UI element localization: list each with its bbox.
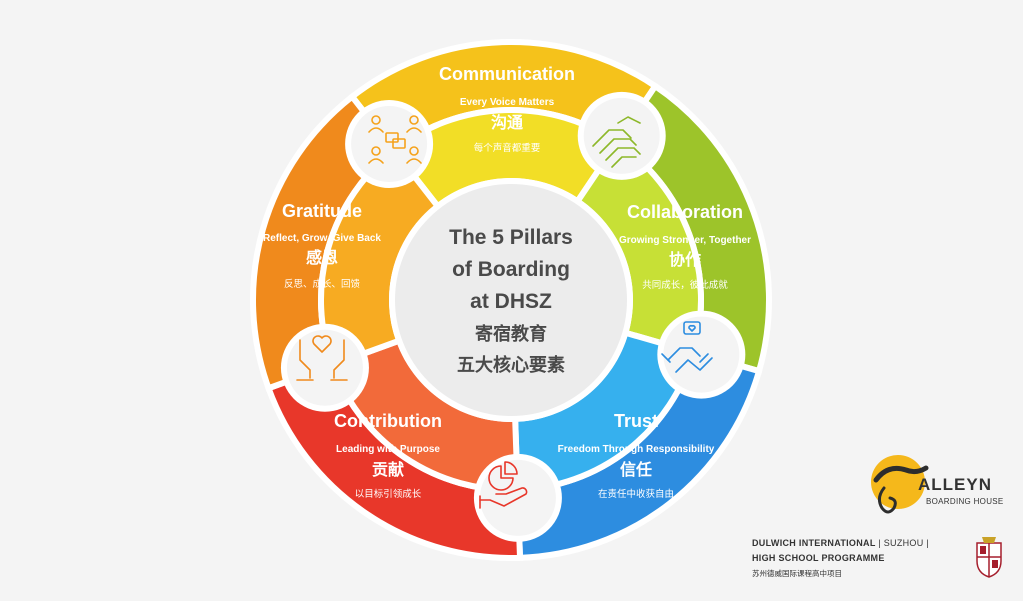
- icon-badge-inner: [351, 105, 428, 182]
- center-title: The 5 Pillars of Boarding at DHSZ 寄宿教育 五…: [449, 226, 573, 376]
- handshake-heart-icon: [661, 321, 713, 373]
- pillar-gratitude: Gratitude Reflect, Grow, Give Back 感恩 反思…: [263, 201, 381, 290]
- pillar-title: Communication: [439, 64, 575, 84]
- center-title-line: The 5 Pillars: [449, 226, 573, 249]
- pillar-zh: 贡献: [372, 460, 404, 479]
- center-title-line: of Boarding: [452, 258, 570, 281]
- school-city: SUZHOU: [883, 538, 924, 548]
- pillar-zh: 协作: [669, 250, 701, 269]
- pillar-tagline: Leading with Purpose: [336, 444, 440, 455]
- pillar-collaboration: Collaboration Growing Stronger, Together…: [619, 202, 751, 291]
- pillar-zh-sub: 共同成长，彼此成就: [642, 279, 728, 291]
- center-zh-line: 寄宿教育: [475, 323, 547, 345]
- pillar-tagline: Every Voice Matters: [460, 97, 555, 108]
- programme-name: HIGH SCHOOL PROGRAMME: [752, 553, 885, 563]
- pillar-zh-sub: 每个声音都重要: [474, 142, 541, 154]
- school-name-text: DULWICH INTERNATIONAL: [752, 538, 876, 548]
- pillar-zh-sub: 反思、成长、回馈: [284, 278, 361, 290]
- separator: |: [878, 538, 884, 548]
- house-subtitle: BOARDING HOUSE: [926, 497, 1004, 506]
- pillar-title: Contribution: [334, 411, 442, 431]
- pillar-zh-sub: 在责任中收获自由: [598, 488, 674, 500]
- pillar-zh: 感恩: [306, 248, 338, 267]
- pillar-title: Collaboration: [627, 202, 743, 222]
- pillar-zh: 信任: [620, 460, 652, 479]
- center-zh-line: 五大核心要素: [457, 354, 565, 376]
- hands-heart-icon: [296, 335, 348, 381]
- school-name: DULWICH INTERNATIONAL | SUZHOU |: [752, 538, 929, 548]
- icon-badge-inner: [663, 316, 740, 393]
- pillar-title: Trust: [614, 411, 658, 431]
- separator: |: [926, 538, 929, 548]
- pillar-tagline: Reflect, Grow, Give Back: [263, 233, 381, 244]
- pillar-contribution: Contribution Leading with Purpose 贡献 以目标…: [334, 411, 442, 500]
- center-circle: [389, 178, 633, 422]
- pillar-trust: Trust Freedom Through Responsibility 信任 …: [558, 411, 715, 500]
- pillar-communication: Communication Every Voice Matters 沟通 每个声…: [439, 64, 575, 154]
- house-name: ALLEYN: [918, 475, 992, 494]
- stacked-hands-icon: [592, 116, 641, 168]
- programme-name-zh: 苏州德威国际课程高中项目: [752, 569, 842, 578]
- pillar-zh-sub: 以目标引领成长: [355, 488, 422, 500]
- pillar-title: Gratitude: [282, 201, 362, 221]
- school-crest-icon: [976, 537, 1002, 578]
- icon-badge-inner: [583, 97, 660, 174]
- pillar-tagline: Growing Stronger, Together: [619, 235, 751, 246]
- people-chat-icon: [368, 115, 422, 164]
- hand-pie-chart-icon: [479, 461, 528, 509]
- center-title-line: at DHSZ: [470, 290, 552, 313]
- alleyn-logo-icon: [871, 455, 929, 514]
- icon-badge-inner: [286, 329, 363, 406]
- pillar-tagline: Freedom Through Responsibility: [558, 444, 715, 455]
- pillar-zh: 沟通: [491, 113, 523, 132]
